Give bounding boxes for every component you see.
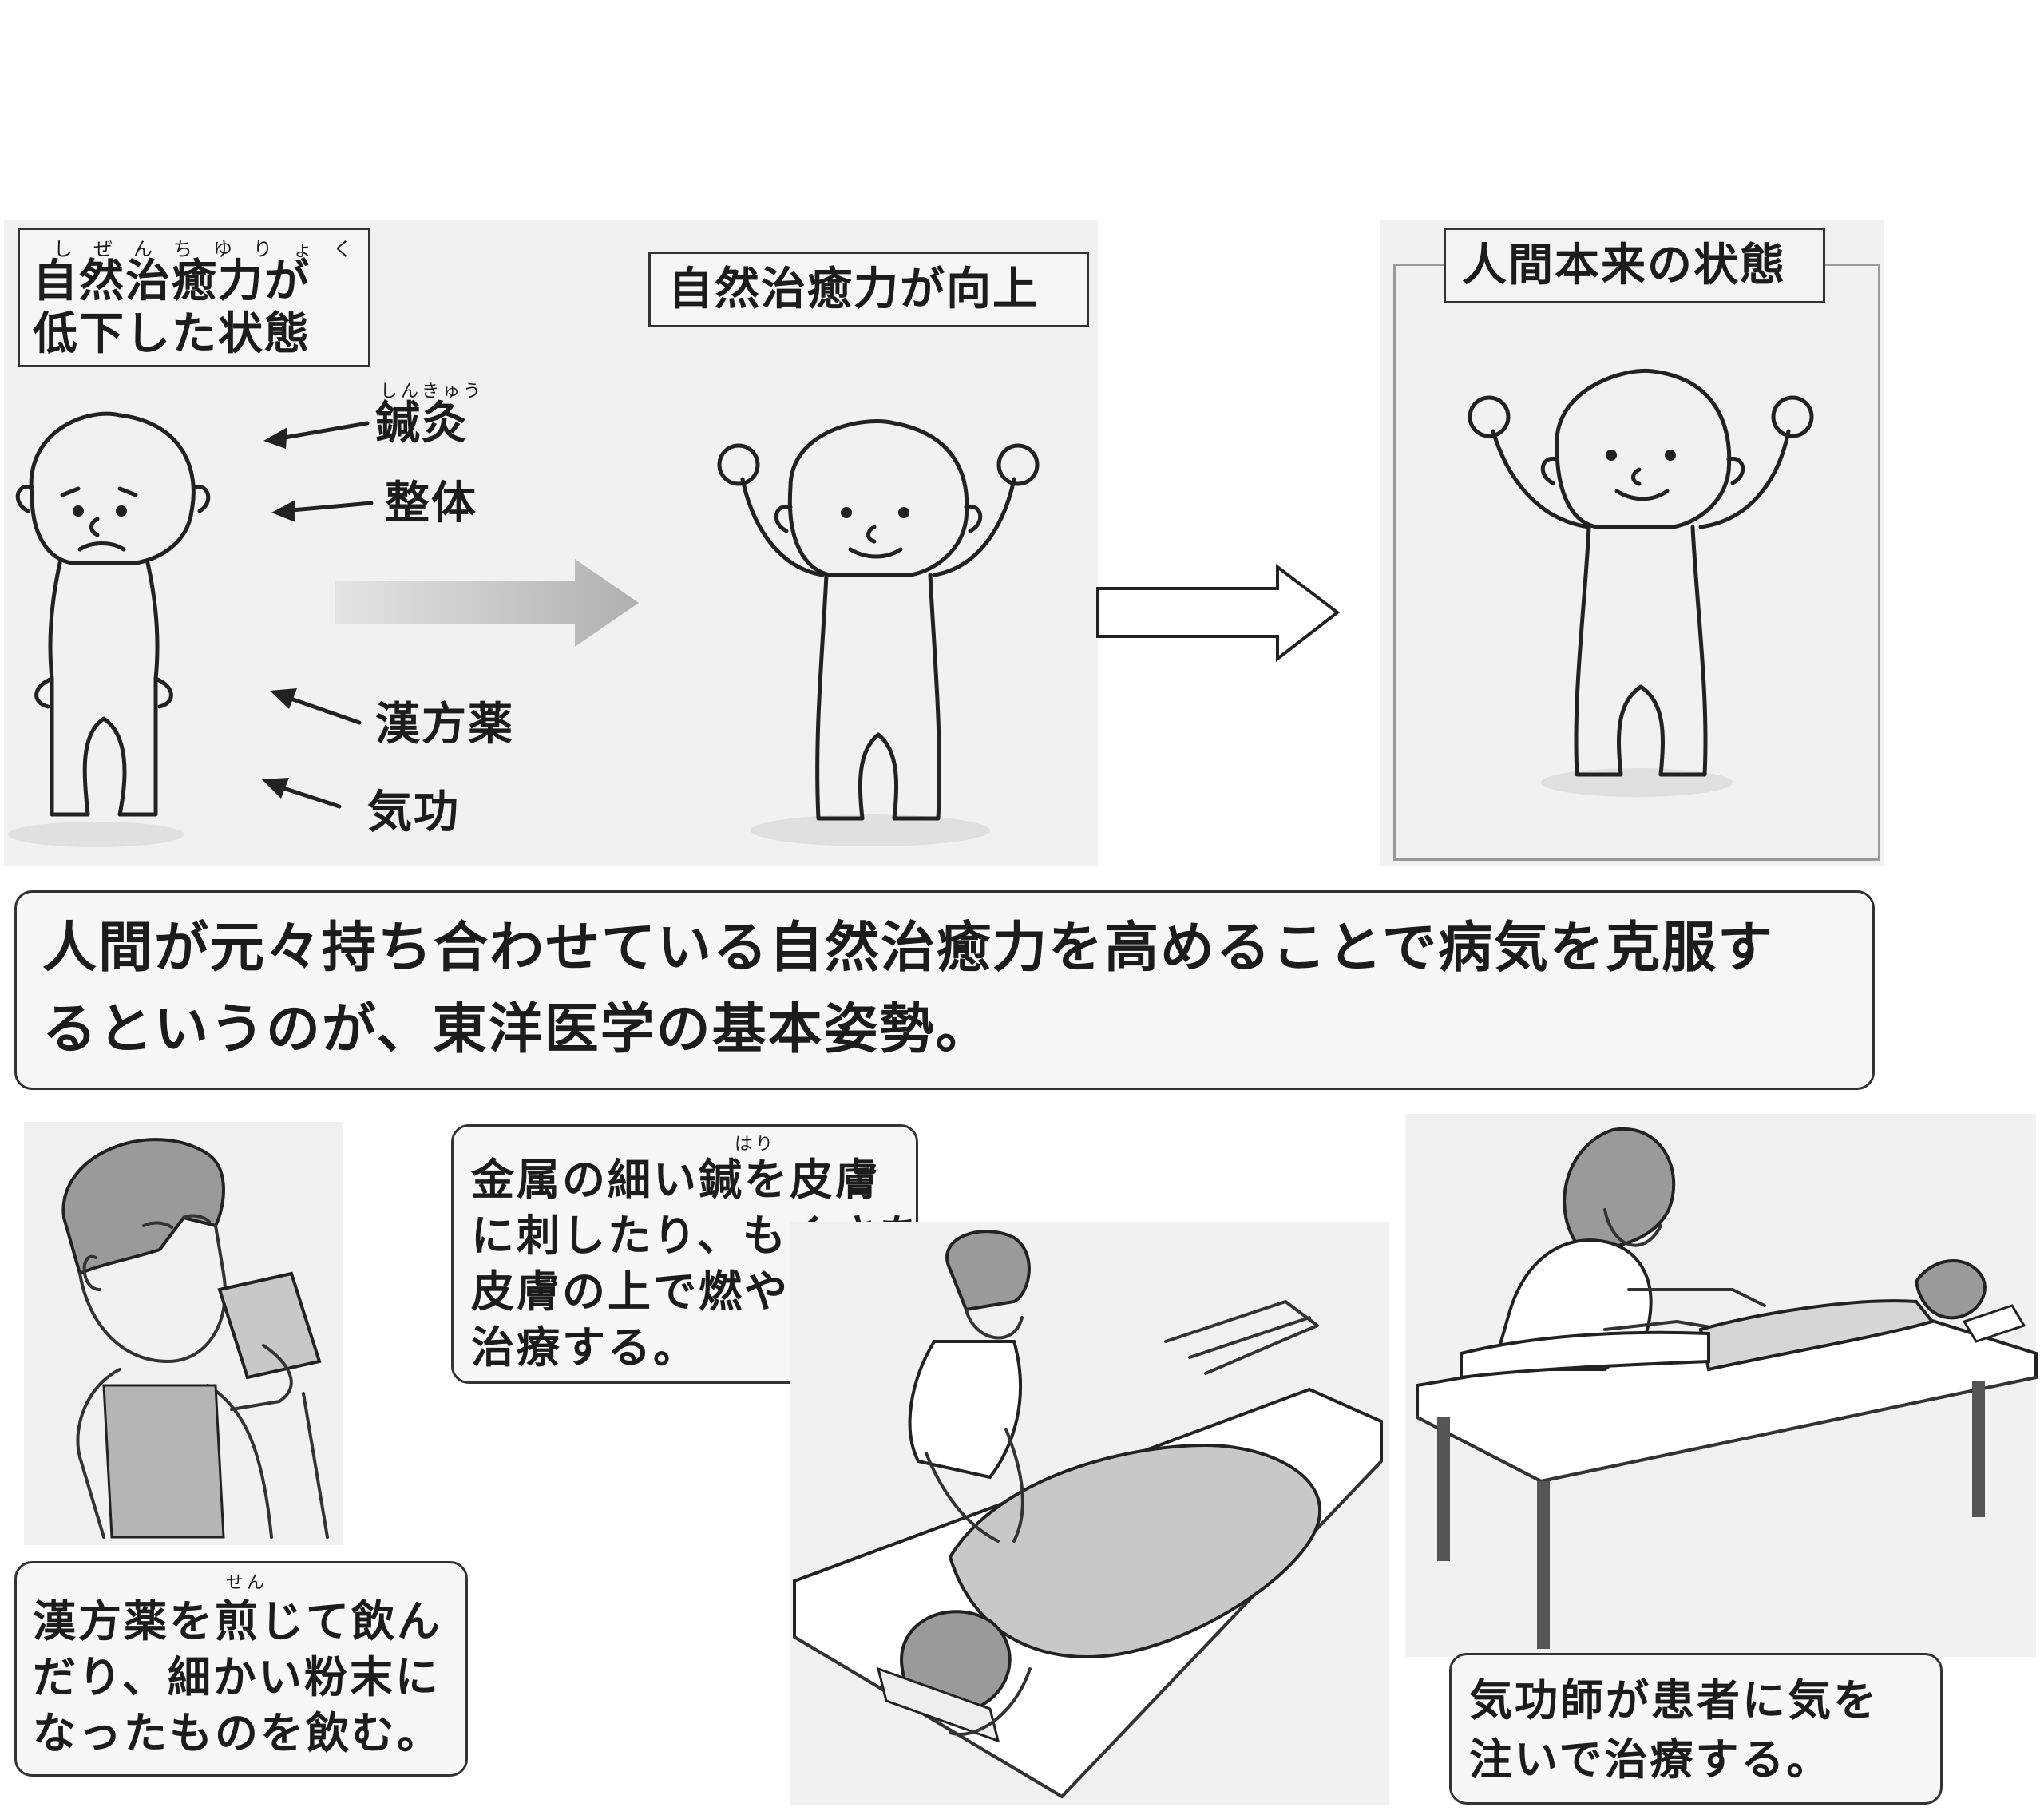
stage3-title: 人間本来の状態 bbox=[1462, 240, 1786, 291]
stage1-label: しぜんちゆりょく 自然治癒力が 低下した状態 bbox=[18, 228, 370, 367]
treatment-arrows bbox=[262, 421, 374, 809]
arrow-shinkyu bbox=[263, 421, 370, 449]
progress-arrow bbox=[335, 559, 639, 647]
stage2-label: 自然治癒力が向上 bbox=[648, 252, 1089, 327]
kampo-line3: なったものを飲む。 bbox=[33, 1708, 442, 1758]
stage2-title: 自然治癒力が向上 bbox=[668, 264, 1039, 315]
label-kampo: 漢方薬 bbox=[375, 699, 514, 751]
qigong-line1: 気功師が患者に気を bbox=[1469, 1675, 1879, 1726]
kampo-caption: せん 漢方薬を煎じて飲ん だり、細かい粉末に なったものを飲む。 bbox=[14, 1561, 468, 1777]
qigong-line2: 注いで治療する。 bbox=[1469, 1734, 1832, 1785]
improving-figure bbox=[717, 419, 1040, 846]
result-arrow bbox=[1096, 563, 1341, 663]
stage1-ruby: しぜんちゆりょく bbox=[53, 238, 373, 260]
stage3-panel bbox=[1380, 220, 1884, 866]
sad-figure bbox=[8, 411, 211, 847]
summary-line1: 人間が元々持ち合わせている自然治癒力を高めることで病気を克服す bbox=[42, 917, 1773, 980]
arrow-kiko bbox=[262, 778, 342, 809]
healthy-figure bbox=[1468, 368, 1814, 797]
stage1-title-line1: 自然治癒力が bbox=[33, 256, 311, 307]
label-shinkyu: 鍼灸 bbox=[375, 398, 468, 450]
arrow-seitai bbox=[271, 500, 374, 522]
label-kiko: 気功 bbox=[367, 787, 460, 838]
qigong-illustration bbox=[1416, 1127, 2038, 1649]
arrow-kampo bbox=[270, 688, 362, 725]
acupuncture-ruby: はり bbox=[735, 1135, 777, 1155]
acupuncture-line1: 金属の細い鍼を皮膚 bbox=[471, 1155, 881, 1205]
label-seitai: 整体 bbox=[385, 478, 477, 529]
acupuncture-illustration bbox=[793, 1230, 1383, 1799]
stage1-title-line2: 低下した状態 bbox=[33, 308, 311, 360]
acupuncture-line4: 治療する。 bbox=[471, 1322, 699, 1373]
shinkyu-ruby: しんきゅう bbox=[380, 382, 485, 402]
summary-box: 人間が元々持ち合わせている自然治癒力を高めることで病気を克服す るというのが、東… bbox=[14, 890, 1875, 1090]
stage3-label: 人間本来の状態 bbox=[1444, 228, 1825, 303]
kampo-line1: 漢方薬を煎じて飲ん bbox=[33, 1596, 442, 1647]
summary-line2: るというのが、東洋医学の基本姿勢。 bbox=[42, 998, 992, 1061]
kampo-ruby: せん bbox=[226, 1573, 268, 1593]
man-drinking-illustration bbox=[61, 1138, 329, 1539]
qigong-caption: 気功師が患者に気を 注いで治療する。 bbox=[1449, 1653, 1943, 1805]
kampo-line2: だり、細かい粉末に bbox=[33, 1652, 441, 1702]
